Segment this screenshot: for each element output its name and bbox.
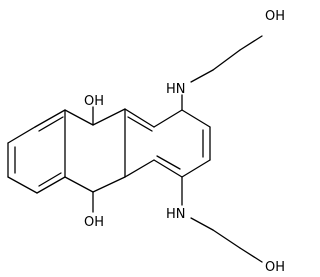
label-nh-bottom: HN bbox=[166, 207, 186, 222]
bond-ring-right-2 bbox=[153, 109, 183, 128]
bond-c9-left bbox=[64, 109, 94, 126]
bond-n-top-ch2 bbox=[190, 69, 214, 83]
bond-c9-right bbox=[92, 108, 126, 126]
bond-bottom-ch2-ch2 bbox=[212, 229, 241, 249]
label-oh-top-chain: OH bbox=[265, 9, 285, 24]
bond-ring-right-6-inner bbox=[156, 155, 181, 170]
label-oh-c9: OH bbox=[84, 94, 104, 109]
label-oh-bottom-chain: OH bbox=[265, 260, 285, 275]
bond-ring-right-1-inner bbox=[127, 116, 153, 132]
bond-ring-right-6 bbox=[153, 159, 183, 178]
bond-bottom-ch2-oh bbox=[239, 247, 263, 263]
bond-ring-left-2 bbox=[7, 126, 36, 144]
bond-ring-right-3 bbox=[181, 109, 211, 128]
bond-ring-left-5 bbox=[36, 176, 66, 194]
bond-ring-right-5 bbox=[181, 159, 211, 178]
bond-ring-left-4 bbox=[7, 176, 38, 194]
bonds bbox=[7, 35, 263, 263]
bond-n-bottom-ch2 bbox=[190, 217, 214, 231]
bond-top-ch2-oh bbox=[239, 35, 263, 51]
molecule-structure: OH HN OH OH HN OH bbox=[7, 9, 285, 275]
bond-c10-left bbox=[64, 176, 94, 193]
bond-ring-right-1 bbox=[124, 108, 155, 128]
bond-ring-left-5-inner bbox=[38, 172, 62, 187]
atom-labels: OH HN OH OH HN OH bbox=[84, 9, 285, 275]
bond-ring-left-1 bbox=[34, 109, 66, 128]
bond-ring-right-7 bbox=[124, 159, 155, 178]
bond-ring-left-1-inner bbox=[38, 116, 64, 132]
label-oh-c10: OH bbox=[84, 215, 104, 230]
bond-c10-right bbox=[92, 176, 126, 193]
bond-top-ch2-ch2 bbox=[212, 49, 241, 71]
label-nh-top: HN bbox=[166, 82, 186, 97]
